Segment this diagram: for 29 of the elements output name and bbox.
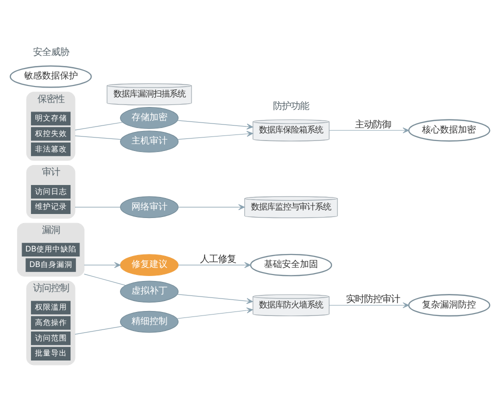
node-ellipse: 基础安全加固 — [250, 253, 332, 276]
arrow — [328, 302, 410, 308]
arrow — [176, 306, 254, 318]
arrow — [177, 294, 253, 304]
label: 防护功能 — [273, 100, 310, 112]
node-ellipse: 核心数据加密 — [408, 118, 490, 142]
arrow — [177, 120, 254, 129]
edge-label: 实时防控审计 — [346, 294, 400, 305]
node-ellipse: 精细控制 — [120, 310, 179, 332]
node-ellipse: 主机审计 — [120, 130, 179, 152]
node-ellipse: 网络审计 — [120, 196, 179, 218]
connector — [84, 273, 126, 286]
arrow — [177, 130, 254, 140]
edge-label: 主动防御 — [355, 118, 392, 130]
arrow — [178, 262, 251, 268]
arrow — [178, 204, 245, 210]
arrow — [328, 126, 410, 133]
node-ellipse: 存储加密 — [120, 106, 179, 128]
connector — [74, 206, 121, 207]
edge-label: 人工修复 — [200, 254, 236, 265]
connector — [74, 325, 124, 334]
connector — [74, 121, 124, 130]
connector — [74, 135, 122, 140]
node-ellipse: 敏感数据保护 — [10, 64, 92, 88]
label: 安全威胁 — [32, 46, 69, 58]
arrow — [84, 262, 121, 268]
node-ellipse: 虚拟补丁 — [120, 280, 179, 302]
node-ellipse: 复杂漏洞防控 — [408, 294, 490, 316]
node-ellipse: 修复建议 — [120, 254, 179, 276]
